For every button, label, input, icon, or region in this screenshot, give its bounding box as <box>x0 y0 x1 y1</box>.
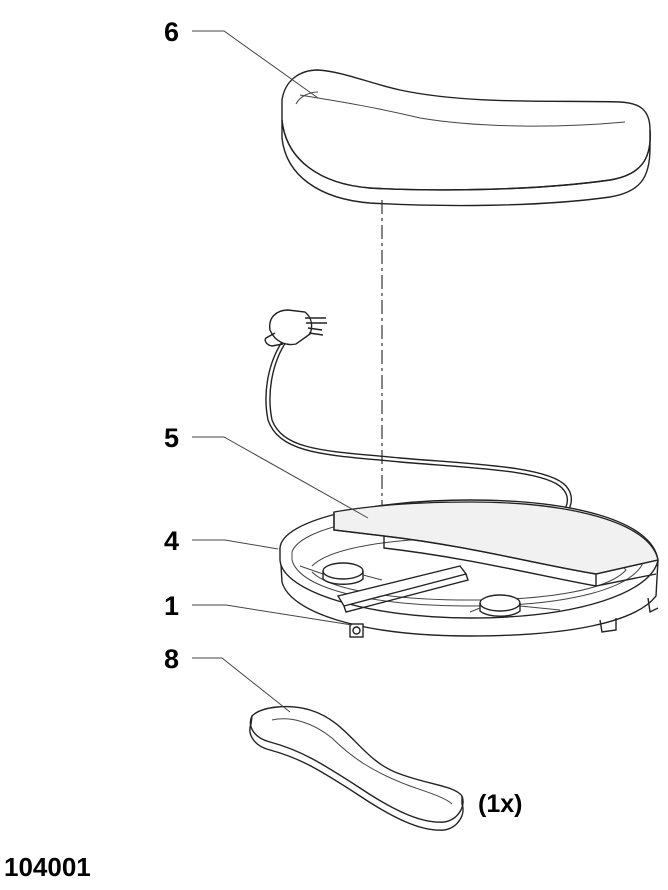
callout-6: 6 <box>164 17 179 47</box>
callout-1: 1 <box>164 591 179 621</box>
power-cord <box>264 309 573 513</box>
quantity-note: (1x) <box>478 790 522 818</box>
part-1-connector-socket <box>349 623 364 638</box>
callout-8: 8 <box>164 644 179 674</box>
drawing-code: 104001 <box>4 852 91 882</box>
callout-4: 4 <box>164 526 179 556</box>
part-8-scraper <box>249 705 464 831</box>
left-support-pad <box>299 562 383 585</box>
part-6-top-cover <box>281 69 651 207</box>
leader-lines <box>192 30 369 713</box>
right-support-pad <box>469 594 561 617</box>
callout-5: 5 <box>164 423 179 453</box>
part-5-half-cover <box>333 501 659 587</box>
tray-crossbar <box>336 565 469 613</box>
